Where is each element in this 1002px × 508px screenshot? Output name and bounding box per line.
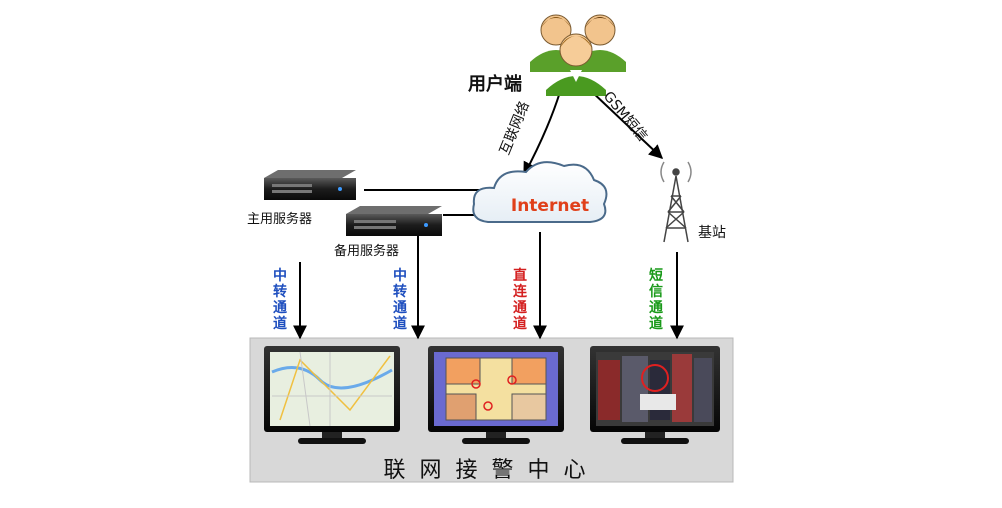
internet-cloud-icon: [472, 161, 608, 223]
monitor-camera: [590, 346, 720, 444]
monitor-map: [264, 346, 400, 444]
main-server-icon: [264, 170, 356, 200]
relay-backup-label: 中转通道: [393, 268, 407, 332]
direct-label: 直连通道: [513, 268, 527, 332]
relay-main-label: 中转通道: [273, 268, 287, 332]
users-group-icon: [530, 14, 626, 96]
backup-server-icon: [346, 206, 442, 236]
base-station-label: 基站: [698, 225, 726, 241]
user-to-internet-arrow: [523, 91, 561, 177]
backup-server-label: 备用服务器: [334, 244, 400, 259]
user-label: 用户端: [468, 74, 522, 95]
base-station-tower-icon: [660, 161, 692, 243]
main-server-label: 主用服务器: [247, 212, 313, 227]
monitor-floorplan: [428, 346, 564, 444]
sms-label: 短信通道: [649, 268, 663, 332]
internet-label: Internet: [510, 196, 590, 216]
user-to-gsm-arrow: [589, 89, 664, 159]
alarm-center-title: 联网接警中心: [383, 458, 600, 483]
